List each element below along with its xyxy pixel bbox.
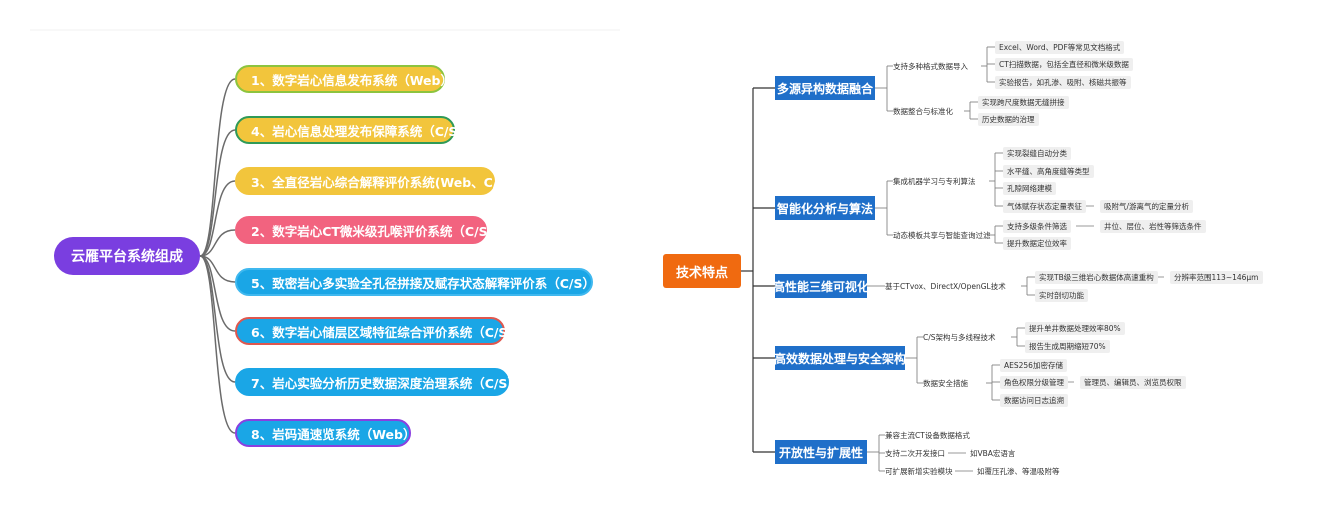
feature-leaf[interactable]: 孔隙网络建模 [1003,182,1056,195]
system-branch[interactable]: 3、全直径岩心综合解释评价系统(Web、C/S) [235,167,512,195]
feature-category[interactable]: 高效数据处理与安全架构 [774,346,906,370]
feature-leaf[interactable]: Excel、Word、PDF等常见文档格式 [995,41,1125,54]
connector-line [199,129,236,257]
feature-leaf[interactable]: 实现裂缝自动分类 [1003,147,1071,160]
feature-category[interactable]: 智能化分析与算法 [775,196,875,220]
system-branch[interactable]: 2、数字岩心CT微米级孔喉评价系统（C/S） [235,216,500,244]
feature-leaf[interactable]: 提升单井数据处理效率80% [1025,322,1125,335]
feature-detail[interactable]: 如覆压孔渗、等温吸附等 [977,467,1060,476]
feature-node[interactable]: C/S架构与多线程技术 [923,333,996,342]
feature-detail[interactable]: 吸附气/游离气的定量分析 [1100,200,1194,213]
feature-leaf[interactable]: 报告生成周期缩短70% [1025,340,1110,353]
feature-detail[interactable]: 如VBA宏语言 [970,449,1016,458]
feature-node[interactable]: 集成机器学习与专利算法 [893,177,976,186]
feature-node[interactable]: 可扩展新增实验模块 [885,467,953,476]
feature-leaf[interactable]: 历史数据的治理 [978,113,1039,126]
system-branch[interactable]: 5、致密岩心多实验全孔径拼接及赋存状态解释评价系（C/S） [235,268,595,296]
feature-leaf[interactable]: 实验报告，如孔渗、吸附、核磁共振等 [995,76,1131,89]
feature-leaf[interactable]: 支持多级条件筛选 [1003,220,1071,233]
connector-line [199,255,236,332]
system-branch[interactable]: 8、岩码通速览系统（Web） [235,419,415,447]
connector-line [199,229,236,257]
feature-node[interactable]: 数据整合与标准化 [893,107,953,116]
connector-line [199,180,236,257]
feature-node[interactable]: 数据安全措施 [923,379,968,388]
feature-leaf[interactable]: 气体赋存状态定量表征 [1003,200,1086,213]
feature-leaf[interactable]: 实现TB级三维岩心数据体高速重构 [1035,271,1158,284]
feature-node[interactable]: 支持二次开发接口 [885,449,945,458]
feature-node[interactable]: 支持多种格式数据导入 [893,62,968,71]
feature-leaf[interactable]: 水平缝、高角度缝等类型 [1003,165,1094,178]
feature-leaf[interactable]: 实时剖切功能 [1035,289,1088,302]
feature-node[interactable]: 基于CTvox、DirectX/OpenGL技术 [885,282,1006,291]
feature-detail[interactable]: 分辨率范围113~146μm [1170,271,1263,284]
feature-leaf[interactable]: 角色权限分级管理 [1000,376,1068,389]
feature-leaf[interactable]: 数据访问日志追溯 [1000,394,1068,407]
system-branch[interactable]: 7、岩心实验分析历史数据深度治理系统（C/S） [235,368,520,396]
system-branch[interactable]: 6、数字岩心储层区域特征综合评价系统（C/S） [235,317,520,345]
feature-detail[interactable]: 管理员、编辑员、浏览员权限 [1080,376,1186,389]
feature-node[interactable]: 动态模板共享与智能查询过滤 [893,231,991,240]
root-node[interactable]: 云雁平台系统组成 [54,237,200,275]
connector-line [199,255,236,434]
feature-category[interactable]: 开放性与扩展性 [775,440,867,464]
feature-category[interactable]: 多源异构数据融合 [775,76,875,100]
connector-line [199,78,236,257]
connector-line [199,255,236,283]
system-branch[interactable]: 4、岩心信息处理发布保障系统（C/S） [235,116,470,144]
system-branch[interactable]: 1、数字岩心信息发布系统（Web） [235,65,453,93]
feature-detail[interactable]: 井位、层位、岩性等筛选条件 [1100,220,1206,233]
feature-category[interactable]: 高性能三维可视化 [773,274,869,298]
feature-leaf[interactable]: CT扫描数据，包括全直径和微米级数据 [995,58,1133,71]
feature-leaf[interactable]: AES256加密存储 [1000,359,1067,372]
feature-leaf[interactable]: 提升数据定位效率 [1003,237,1071,250]
feature-node[interactable]: 兼容主流CT设备数据格式 [885,431,970,440]
feature-leaf[interactable]: 实现跨尺度数据无缝拼接 [978,96,1069,109]
root-node[interactable]: 技术特点 [663,254,741,288]
